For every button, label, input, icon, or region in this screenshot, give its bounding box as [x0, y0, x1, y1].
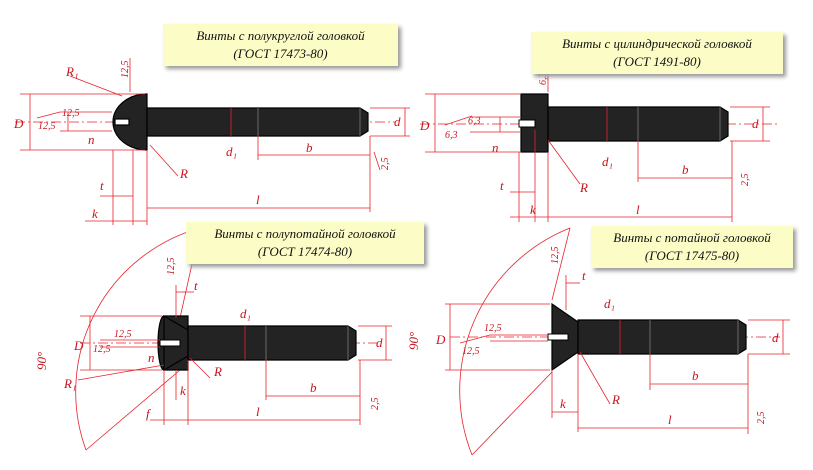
dim-d: d [772, 330, 779, 345]
dim-l: l [636, 202, 640, 217]
dim-n: n [492, 140, 499, 155]
dim-d1: d₁ [604, 296, 615, 311]
dim-t: t [582, 268, 586, 283]
screw-raised-countersunk: 90° D 12,5 12,5 12,5 n R₁ R t k f d₁ b l… [34, 227, 392, 451]
label-gost: (ГОСТ 17475-80) [644, 248, 740, 263]
dim-t: t [500, 178, 504, 193]
dim-R: R [179, 166, 188, 181]
dim-R: R [213, 364, 222, 379]
label-raised-countersunk: Винты с полупотайной головкой (ГОСТ 1747… [186, 222, 424, 264]
dim-d1: d₁ [226, 144, 237, 159]
rough-label: 12,5 [484, 323, 502, 334]
dim-k: k [530, 202, 536, 217]
rough-label: 12,5 [462, 346, 480, 357]
rough-label: 12,5 [114, 329, 132, 340]
rough-label: 2,5 [740, 174, 751, 187]
rough-label: 6,3 [445, 130, 458, 141]
round-head [112, 93, 148, 151]
label-round-head: Винты с полукруглой головкой (ГОСТ 17473… [163, 24, 398, 66]
label-gost: (ГОСТ 1491-80) [613, 54, 701, 69]
label-title: Винты с полукруглой головкой [196, 28, 365, 43]
dim-R: R [611, 392, 620, 407]
rough-label: 2,5 [370, 398, 381, 411]
dim-k: k [180, 383, 186, 398]
dim-d: d [376, 335, 383, 350]
dim-b: b [306, 140, 313, 155]
rough-label: 6,3 [538, 73, 549, 86]
dim-D: D [73, 338, 84, 353]
dim-l: l [256, 192, 260, 207]
dim-D: D [435, 332, 446, 347]
dim-d1: d₁ [240, 306, 251, 321]
dim-d: d [394, 114, 401, 129]
rough-label: 12,5 [62, 108, 80, 119]
screw-countersunk: 90° D 12,5 12,5 12,5 t d₁ R k b l d 2,5 [406, 227, 790, 456]
shank [187, 325, 357, 361]
dim-k: k [560, 396, 566, 411]
dim-b: b [682, 162, 689, 177]
dim-R: R [579, 180, 588, 195]
dim-l: l [668, 412, 672, 427]
dim-d: d [752, 116, 759, 131]
rough-label: 12,5 [38, 121, 56, 132]
dim-D: D [13, 116, 24, 131]
dim-k: k [92, 206, 98, 221]
label-title: Винты с потайной головкой [613, 230, 771, 245]
dim-angle: 90° [34, 352, 49, 370]
rough-label: 6,3 [468, 116, 481, 127]
dim-R1: R₁ [63, 376, 76, 391]
screw-cylindrical-head: D 6,3 6,3 6,3 n R d₁ b l t k d 2,5 [419, 70, 780, 222]
dim-f: f [146, 406, 152, 421]
dim-t: t [100, 178, 104, 193]
dim-n: n [148, 350, 155, 365]
label-gost: (ГОСТ 17473-80) [233, 46, 328, 61]
dim-R1: R₁ [65, 64, 78, 79]
dim-D: D [419, 118, 430, 133]
rough-label: 12,5 [550, 247, 561, 265]
screw-round-head: D 12,5 12,5 n R₁ 12,5 R d₁ b l t k d 2,5 [13, 58, 410, 225]
dim-d1: d₁ [602, 154, 613, 169]
rough-label: 12,5 [166, 258, 177, 276]
dim-n: n [88, 132, 95, 147]
dim-angle: 90° [406, 332, 421, 350]
dim-b: b [310, 380, 317, 395]
rough-label: 12,5 [120, 61, 131, 79]
shank [577, 319, 747, 355]
rough-label: 12,5 [93, 344, 111, 355]
rough-label: 2,5 [756, 412, 767, 425]
label-title: Винты с полупотайной головкой [214, 226, 396, 241]
rough-label: 2,5 [380, 158, 391, 171]
label-gost: (ГОСТ 17474-80) [257, 244, 353, 259]
dim-l: l [256, 404, 260, 419]
dim-t: t [194, 278, 198, 293]
dim-b: b [692, 368, 699, 383]
label-cylindrical-head: Винты с цилиндрической головкой (ГОСТ 14… [531, 32, 783, 74]
label-countersunk: Винты с потайной головкой (ГОСТ 17475-80… [591, 226, 793, 268]
label-title: Винты с цилиндрической головкой [562, 36, 752, 51]
